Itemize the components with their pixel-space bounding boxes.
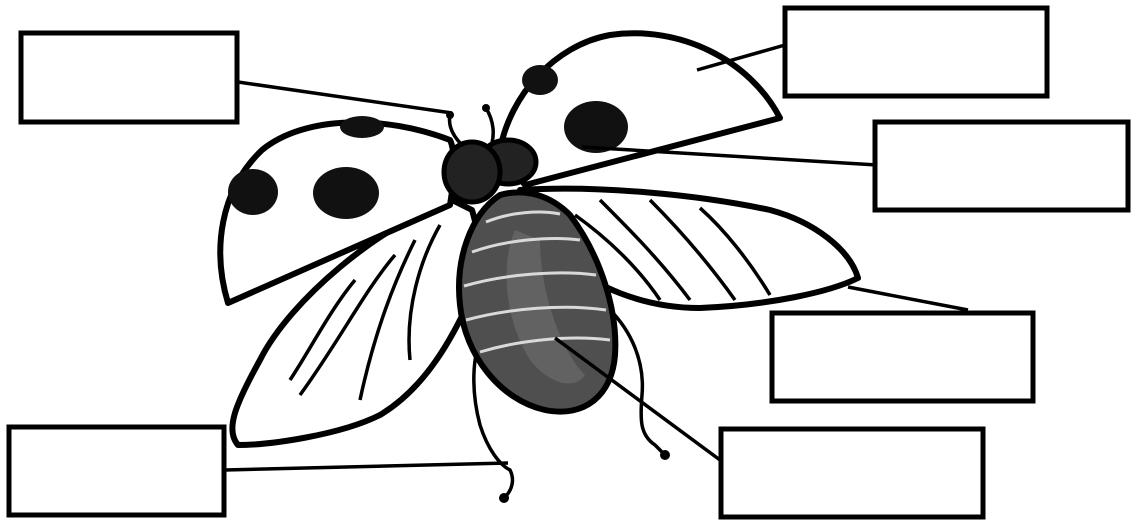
label-box-spot[interactable]	[875, 122, 1128, 210]
label-box-elytron[interactable]	[785, 8, 1047, 96]
elytron-spot	[228, 169, 278, 215]
leader-leg	[225, 463, 508, 470]
label-box-hind-wing[interactable]	[772, 313, 1033, 401]
elytron-spot	[564, 101, 628, 153]
label-box-abdomen[interactable]	[721, 429, 983, 517]
elytron-spot	[522, 65, 558, 95]
elytron-right	[500, 33, 780, 185]
label-box-leg[interactable]	[9, 427, 224, 515]
elytron-spot	[313, 167, 379, 219]
antenna-tip	[482, 104, 490, 112]
leader-antenna	[238, 82, 452, 113]
leader-hind-wing	[848, 287, 968, 310]
label-box-antenna[interactable]	[21, 33, 237, 122]
elytron-spot	[340, 116, 384, 138]
